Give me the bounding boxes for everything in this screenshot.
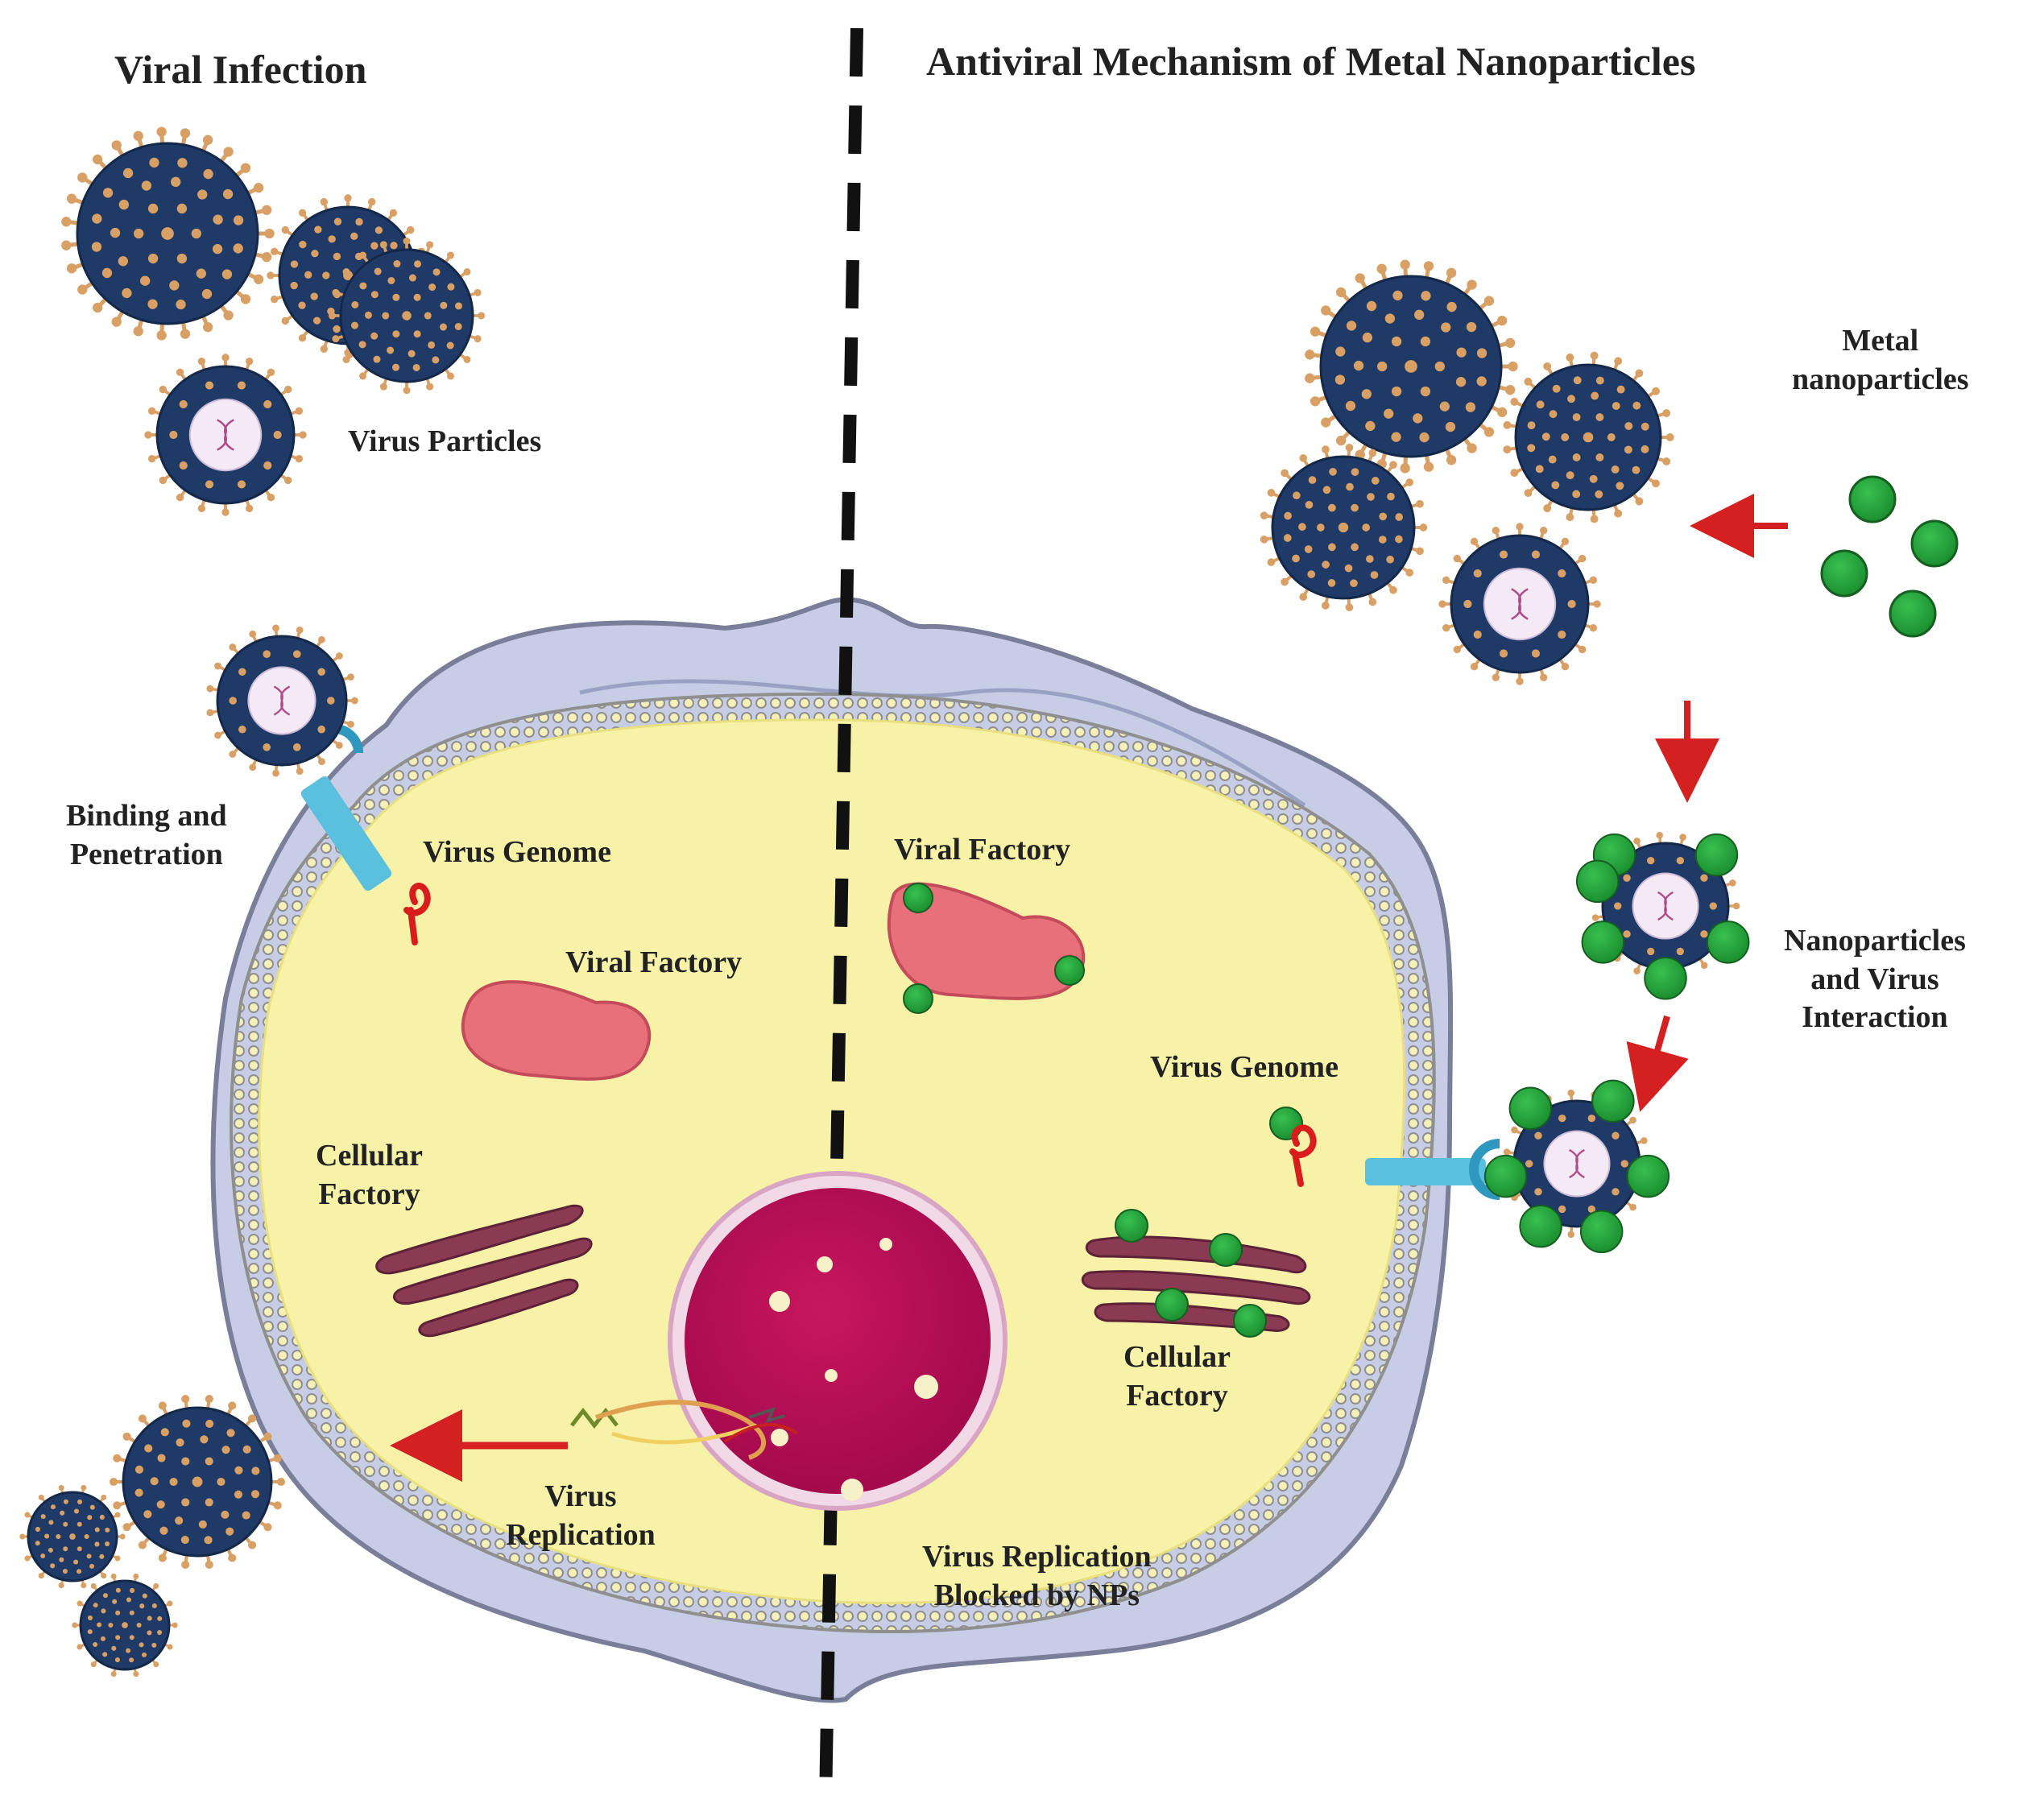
- nucleus: [668, 1171, 1008, 1511]
- virus-particle-icon: [1438, 523, 1601, 685]
- golgi-left: [375, 1204, 593, 1338]
- replication-strands: [570, 1400, 799, 1460]
- virus-genome-left-label: Virus Genome: [423, 835, 611, 869]
- blocked-line1: Virus Replication: [922, 1540, 1152, 1574]
- virus-particle-icon: [1575, 831, 1750, 1000]
- blocked-line2: Blocked by NPs: [933, 1578, 1140, 1612]
- virus-particle-icon: [19, 1484, 126, 1589]
- cellular-right-line2: Factory: [1126, 1378, 1228, 1413]
- virus-genome-left: [403, 883, 431, 945]
- replication-line1: Virus: [544, 1479, 617, 1513]
- viral-factory-right-label: Viral Factory: [894, 833, 1071, 867]
- cellular-left-line1: Cellular: [316, 1139, 423, 1173]
- interaction-line1: Nanoparticles: [1784, 924, 1966, 958]
- virus-particle-icon: [1503, 351, 1674, 523]
- cell-envelope-fold: [579, 679, 1306, 808]
- metal-nanoparticles-label: Metal nanoparticles: [1792, 322, 1969, 399]
- replication-line2: Replication: [506, 1517, 656, 1552]
- arrow-down-2: [1626, 1015, 1689, 1112]
- interaction-line3: Interaction: [1802, 1000, 1948, 1034]
- virus-replication-label: Virus Replication: [506, 1478, 656, 1554]
- virus-particle-icon: [144, 354, 307, 516]
- receptor-right: [1365, 1139, 1500, 1200]
- viral-factory-left: [461, 980, 652, 1081]
- metal-line1: Metal: [1842, 324, 1919, 358]
- virus-particles-layer: [19, 126, 1750, 1678]
- virus-genome-right: [1269, 1107, 1317, 1187]
- cellular-right-line1: Cellular: [1123, 1340, 1231, 1374]
- interaction-line2: and Virus: [1810, 962, 1939, 996]
- virus-genome-right-label: Virus Genome: [1150, 1050, 1339, 1084]
- binding-penetration-label: Binding and Penetration: [66, 797, 227, 874]
- interaction-label: Nanoparticles and Virus Interaction: [1784, 922, 1966, 1037]
- cellular-factory-left-label: Cellular Factory: [316, 1137, 423, 1214]
- cellular-factory-right-label: Cellular Factory: [1123, 1338, 1231, 1415]
- virus-particle-icon: [1305, 259, 1518, 474]
- binding-line2: Penetration: [69, 837, 223, 871]
- replication-blocked-label: Virus Replication Blocked by NPs: [922, 1538, 1152, 1615]
- viral-factory-left-label: Viral Factory: [565, 945, 743, 979]
- free-nanoparticles: [1820, 475, 1959, 638]
- golgi-right: [1081, 1209, 1311, 1338]
- left-panel-title: Viral Infection: [114, 47, 367, 92]
- virus-particles-label: Virus Particles: [348, 424, 542, 458]
- metal-line2: nanoparticles: [1792, 362, 1969, 396]
- cytoplasm: [258, 718, 1406, 1605]
- binding-line1: Binding and: [66, 799, 227, 833]
- virus-particle-icon: [1260, 443, 1428, 612]
- cellular-left-line2: Factory: [318, 1177, 420, 1211]
- virus-particle-icon: [206, 624, 358, 777]
- virus-particle-icon: [1483, 1079, 1670, 1254]
- virus-particle-icon: [109, 1395, 286, 1569]
- right-panel-title: Antiviral Mechanism of Metal Nanoparticl…: [926, 39, 1696, 84]
- viral-factory-right: [887, 882, 1086, 1014]
- virus-particle-icon: [328, 237, 486, 395]
- virus-particle-icon: [72, 1573, 178, 1678]
- virus-particle-icon: [61, 126, 275, 341]
